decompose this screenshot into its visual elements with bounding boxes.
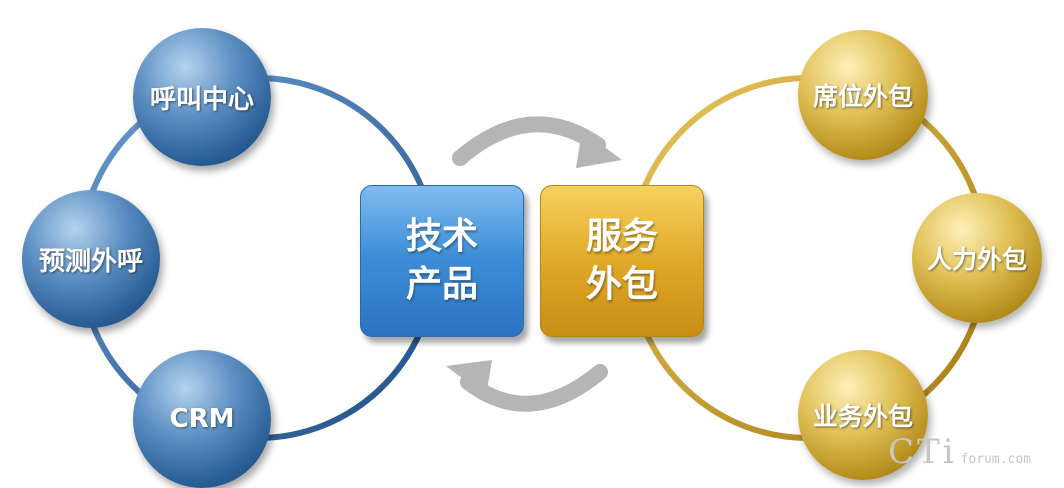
node-call-center: 呼叫中心 xyxy=(133,28,271,166)
box-tech-product: 技术产品 xyxy=(360,185,524,337)
node-hr-outsourcing: 人力外包 xyxy=(912,193,1042,323)
box-service-outsourcing: 服务外包 xyxy=(540,185,704,337)
node-label: 呼叫中心 xyxy=(149,84,254,115)
top-arrow xyxy=(452,116,606,166)
node-crm: CRM xyxy=(133,350,271,488)
node-label: 席位外包 xyxy=(812,82,913,111)
bottom-arrowhead xyxy=(446,360,492,396)
watermark-sub: forum.com xyxy=(960,452,1032,467)
top-arrowhead xyxy=(576,130,622,168)
node-seat-outsourcing: 席位外包 xyxy=(798,30,928,160)
node-label: CRM xyxy=(169,404,235,434)
watermark-main: CTi xyxy=(888,432,957,472)
node-label: 预测外呼 xyxy=(38,246,143,277)
node-label: 业务外包 xyxy=(812,402,913,431)
box-label: 服务外包 xyxy=(585,216,658,305)
box-label: 技术产品 xyxy=(405,216,478,305)
node-business-outsourcing: 业务外包 xyxy=(798,350,928,480)
node-label: 人力外包 xyxy=(926,245,1027,274)
node-predictive-dialer: 预测外呼 xyxy=(22,190,160,328)
